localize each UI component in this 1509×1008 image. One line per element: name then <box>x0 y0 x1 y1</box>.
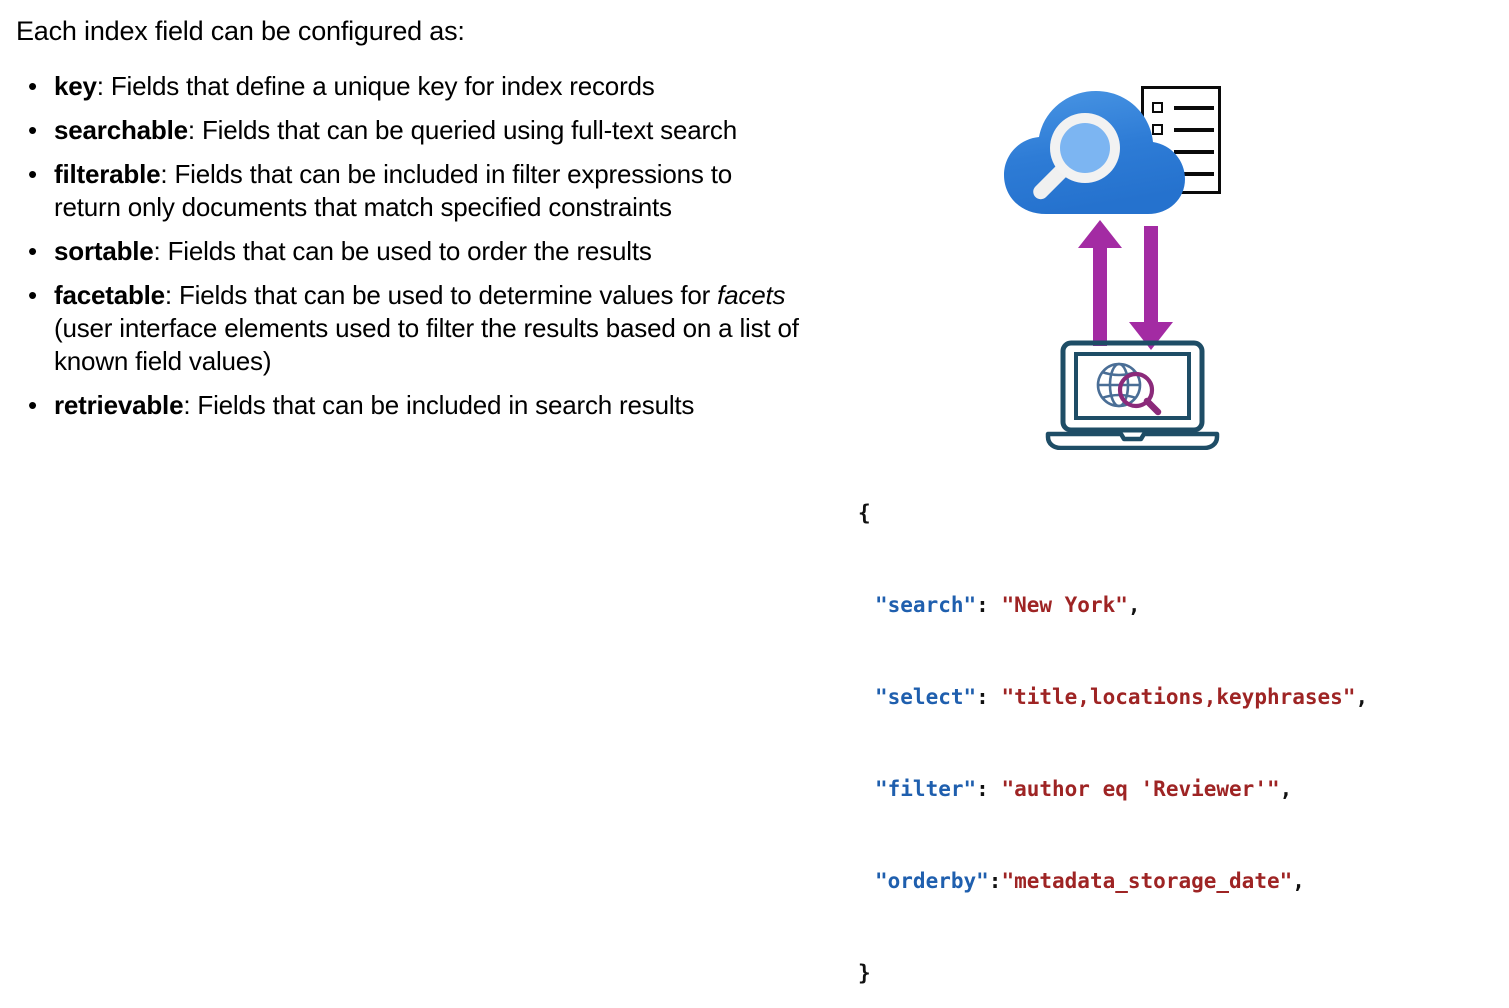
json-value-select: "title,locations,keyphrases" <box>1001 685 1356 709</box>
desc-sortable: Fields that can be used to order the res… <box>167 236 652 266</box>
term-key: key <box>54 71 97 101</box>
list-item-sortable: • sortable: Fields that can be used to o… <box>14 235 804 268</box>
json-colon-search: : <box>976 593 1002 617</box>
laptop-screen-inner <box>1074 352 1191 420</box>
list-item-retrievable: • retrievable: Fields that can be includ… <box>14 389 804 422</box>
doc-row <box>1152 124 1216 136</box>
json-value-orderby: "metadata_storage_date" <box>1001 869 1293 893</box>
json-colon-orderby: : <box>988 869 1002 893</box>
json-close-brace: } <box>858 961 871 985</box>
separator-searchable: : <box>187 115 202 145</box>
json-comma-filter: , <box>1279 777 1293 801</box>
desc-key: Fields that define a unique key for inde… <box>110 71 655 101</box>
magnifier-icon <box>1117 371 1162 416</box>
json-key-filter: "filter" <box>875 777 977 801</box>
doc-text-line <box>1174 106 1214 110</box>
bullet-dot-icon: • <box>28 159 37 189</box>
architecture-diagram <box>1000 72 1300 454</box>
magnifier-lens <box>1060 123 1110 173</box>
json-comma-select: , <box>1355 685 1369 709</box>
json-query-snippet: { "search": "New York", "select": "title… <box>858 456 1368 1008</box>
magnifier-handle <box>1033 163 1069 200</box>
doc-text-line <box>1174 128 1214 132</box>
query-request-arrow-up-icon <box>1078 220 1122 346</box>
json-comma-search: , <box>1127 593 1141 617</box>
desc-filterable: Fields that can be included in filter ex… <box>54 159 733 222</box>
json-line-orderby: "orderby":"metadata_storage_date", <box>858 870 1368 893</box>
json-open-brace: { <box>858 501 871 525</box>
bullet-dot-icon: • <box>28 71 37 101</box>
json-value-filter: "author eq 'Reviewer'" <box>1001 777 1280 801</box>
json-line-filter: "filter": "author eq 'Reviewer'", <box>858 778 1368 801</box>
json-line-search: "search": "New York", <box>858 594 1368 617</box>
json-value-search: "New York" <box>1001 593 1128 617</box>
bullet-dot-icon: • <box>28 280 37 310</box>
json-key-select: "select" <box>875 685 977 709</box>
bullet-dot-icon: • <box>28 236 37 266</box>
list-item-key: • key: Fields that define a unique key f… <box>14 70 804 103</box>
json-comma-orderby: , <box>1292 869 1305 893</box>
bullet-dot-icon: • <box>28 115 37 145</box>
term-sortable: sortable <box>54 236 154 266</box>
json-colon-filter: : <box>976 777 1002 801</box>
results-response-arrow-down-icon <box>1129 226 1173 350</box>
list-item-searchable: • searchable: Fields that can be queried… <box>14 114 804 147</box>
separator-sortable: : <box>153 236 168 266</box>
emphasis-facets: facets <box>717 280 786 310</box>
cloud-search-group <box>1000 72 1240 222</box>
list-item-facetable: • facetable: Fields that can be used to … <box>14 279 804 378</box>
bidirectional-arrows <box>1078 220 1173 350</box>
term-searchable: searchable <box>54 115 188 145</box>
cloud-with-magnifier-icon <box>1004 91 1185 214</box>
separator-key: : <box>96 71 111 101</box>
separator-filterable: : <box>160 159 175 189</box>
json-line-select: "select": "title,locations,keyphrases", <box>858 686 1368 709</box>
term-retrievable: retrievable <box>54 390 184 420</box>
client-laptop-icon <box>1045 340 1220 450</box>
separator-facetable: : <box>164 280 179 310</box>
bullet-dot-icon: • <box>28 390 37 420</box>
slide-body-text: Each index field can be configured as: •… <box>14 14 804 422</box>
doc-text-line <box>1174 172 1214 176</box>
list-item-filterable: • filterable: Fields that can be include… <box>14 158 804 224</box>
term-filterable: filterable <box>54 159 161 189</box>
json-key-orderby: "orderby" <box>875 869 989 893</box>
laptop-base <box>1045 431 1220 450</box>
json-key-search: "search" <box>875 593 977 617</box>
checkbox-square-icon <box>1152 102 1163 113</box>
doc-text-line <box>1174 150 1214 154</box>
desc-searchable: Fields that can be queried using full-te… <box>201 115 737 145</box>
term-facetable: facetable <box>54 280 165 310</box>
desc-facetable-before: Fields that can be used to determine val… <box>178 280 718 310</box>
json-colon-select: : <box>976 685 1002 709</box>
intro-line: Each index field can be configured as: <box>16 16 465 46</box>
laptop-screen-bezel <box>1060 340 1205 433</box>
field-attribute-list: • key: Fields that define a unique key f… <box>14 70 804 422</box>
doc-row <box>1152 102 1216 114</box>
desc-facetable-after: (user interface elements used to filter … <box>54 313 799 376</box>
checkbox-square-icon <box>1152 124 1163 135</box>
desc-retrievable: Fields that can be included in search re… <box>197 390 695 420</box>
separator-retrievable: : <box>183 390 198 420</box>
